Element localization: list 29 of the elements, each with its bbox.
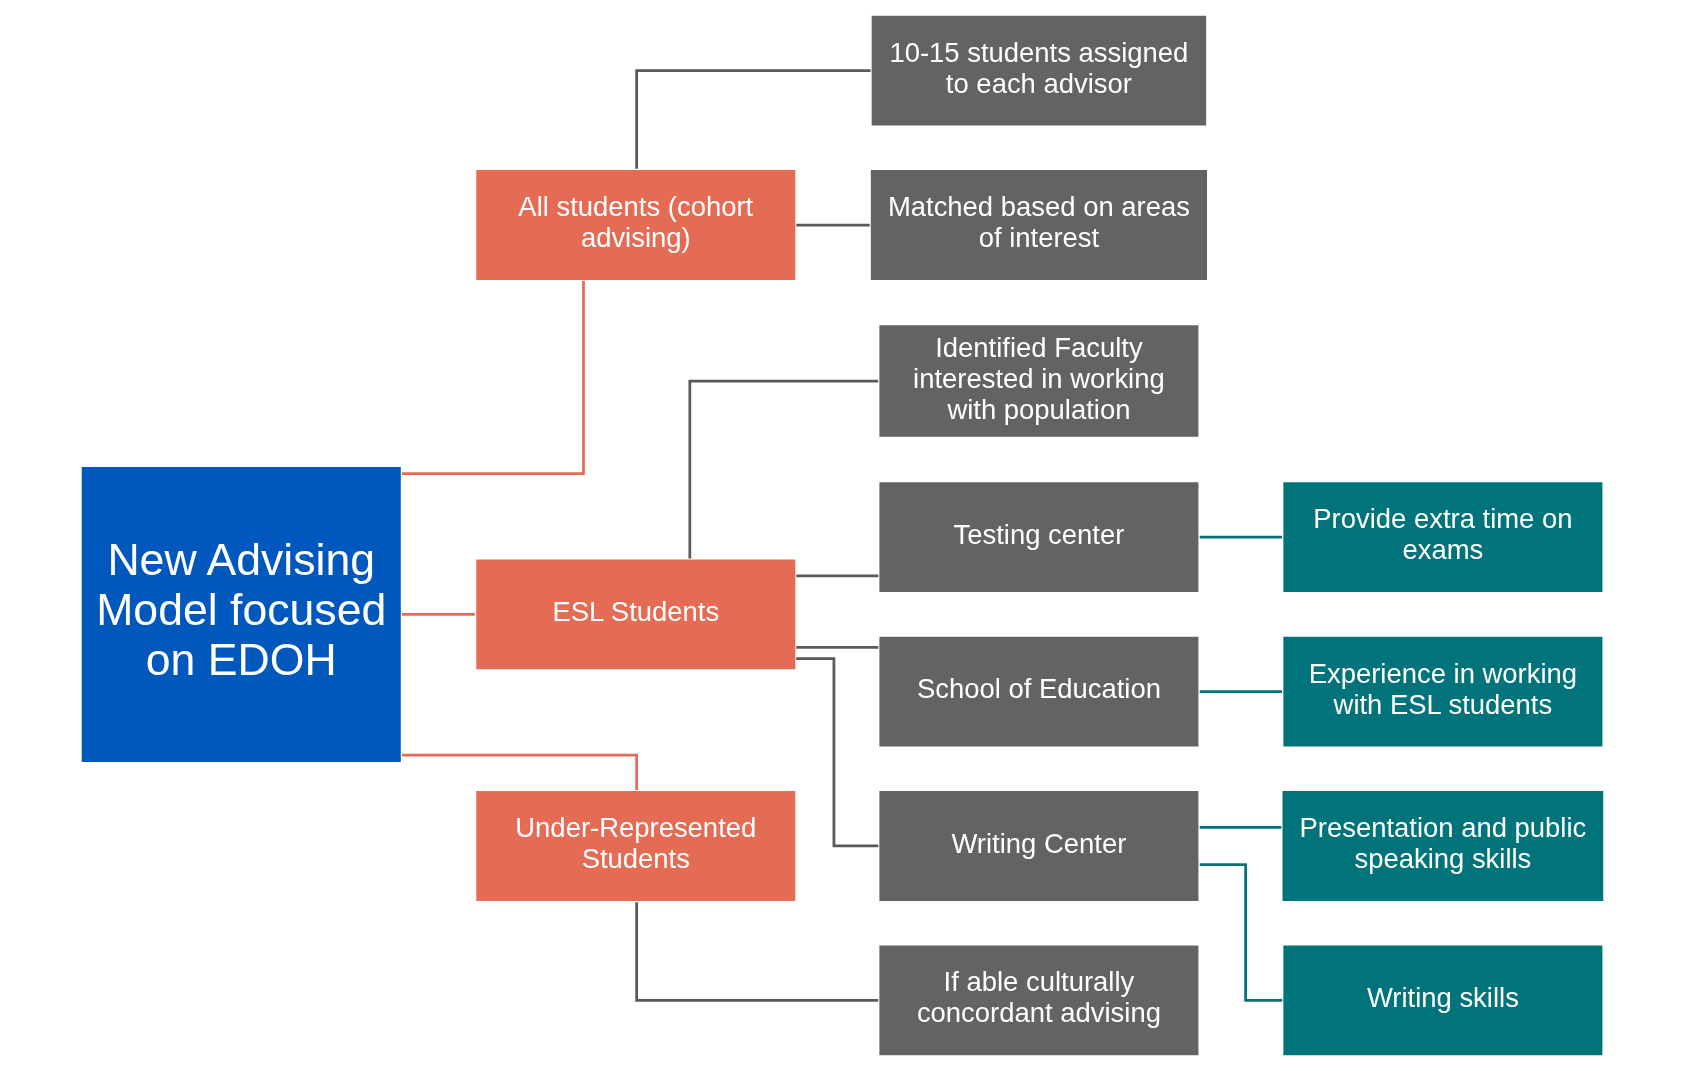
connector	[1199, 863, 1282, 1002]
connector	[401, 613, 475, 616]
node-box: ESL Students	[474, 557, 797, 671]
connector	[634, 69, 871, 169]
node-box: School of Education	[877, 635, 1200, 749]
connector	[795, 645, 878, 649]
connector	[401, 753, 638, 790]
node-box: All students (cohort advising)	[474, 168, 797, 282]
connector	[1199, 826, 1281, 829]
node-box: Matched based on areas of interest	[868, 168, 1209, 282]
node-box: New Advising Model focused on EDOH	[79, 465, 402, 764]
node-box: Writing Center	[877, 789, 1200, 903]
node-box: If able culturally concordant advising	[877, 943, 1200, 1057]
node-box: Identified Faculty interested in working with population	[877, 323, 1200, 439]
connector	[795, 574, 878, 578]
connector	[401, 280, 585, 476]
node-box: Experience in working with ESL students	[1281, 635, 1604, 749]
connector	[795, 657, 878, 848]
node-box: Presentation and public speaking skills	[1280, 789, 1605, 903]
connector	[634, 902, 878, 1002]
connector	[687, 379, 878, 559]
node-box: Testing center	[877, 480, 1200, 594]
connector	[795, 223, 870, 227]
connector	[1199, 690, 1282, 693]
connector	[1199, 535, 1282, 539]
node-box: 10-15 students assigned to each advisor	[869, 14, 1208, 128]
node-box: Under-Represented Students	[474, 789, 797, 903]
node-box: Writing skills	[1281, 943, 1604, 1057]
node-box: Provide extra time on exams	[1281, 480, 1604, 594]
